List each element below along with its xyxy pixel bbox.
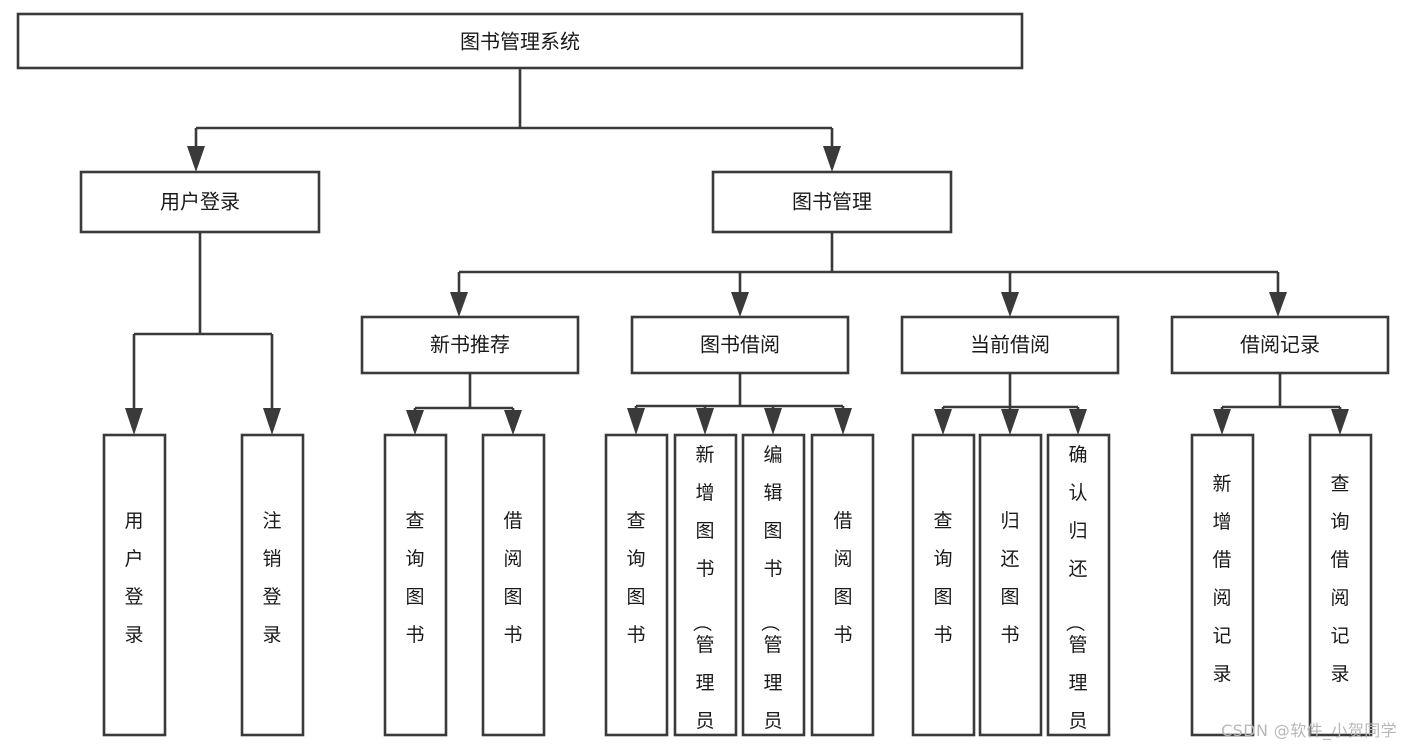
- leaf-current-return-book[interactable]: 归还图书: [978, 433, 1043, 737]
- arrow-borrow-leaf-1: [627, 408, 645, 435]
- arrow-userlogin-leaf-1: [125, 408, 143, 435]
- edges-layer: [125, 68, 1349, 435]
- arrow-bookmgmt-child-1: [450, 292, 468, 317]
- node-root[interactable]: 图书管理系统: [16, 12, 1024, 70]
- arrow-root-to-book-mgmt: [823, 146, 841, 172]
- leaf-records-add-record-label: 新增借阅记录: [1212, 473, 1231, 685]
- leaf-borrow-query-book[interactable]: 查询图书: [604, 433, 669, 737]
- arrow-current-leaf-3: [1069, 409, 1087, 435]
- leaf-newbook-borrow-book[interactable]: 借阅图书: [481, 433, 546, 737]
- leaf-newbook-query-book-label: 查询图书: [405, 510, 424, 646]
- leaf-records-query-record-label: 查询借阅记录: [1330, 473, 1349, 685]
- node-current-borrow-label: 当前借阅: [970, 333, 1050, 357]
- leaf-current-confirm-return-label: 确认归还（管理员）: [1063, 444, 1087, 747]
- leaf-current-query-book-label: 查询图书: [933, 510, 952, 646]
- arrow-userlogin-leaf-2: [263, 408, 281, 435]
- leaf-borrow-query-book-label: 查询图书: [626, 510, 645, 646]
- leaf-current-query-book[interactable]: 查询图书: [911, 433, 976, 737]
- node-new-book-recommend[interactable]: 新书推荐: [360, 315, 580, 375]
- leaf-newbook-query-book[interactable]: 查询图书: [383, 433, 448, 737]
- node-borrow-records[interactable]: 借阅记录: [1170, 315, 1390, 375]
- node-book-borrow[interactable]: 图书借阅: [630, 315, 850, 375]
- node-root-label: 图书管理系统: [460, 30, 580, 54]
- arrow-borrow-leaf-4: [834, 408, 852, 435]
- leaf-current-confirm-return[interactable]: 确认归还（管理员）: [1046, 433, 1111, 747]
- leaf-borrow-add-book-label: 新增图书（管理员）: [690, 444, 714, 747]
- arrow-bookmgmt-child-4: [1269, 292, 1287, 317]
- leaf-borrow-edit-book[interactable]: 编辑图书（管理员）: [741, 433, 806, 747]
- node-book-management-label: 图书管理: [792, 190, 872, 214]
- leaf-records-add-record[interactable]: 新增借阅记录: [1190, 433, 1255, 737]
- leaf-borrow-edit-book-label: 编辑图书（管理员）: [758, 444, 782, 747]
- leaf-user-login-signout-label: 注销登录: [262, 510, 281, 646]
- node-new-book-recommend-label: 新书推荐: [430, 333, 510, 357]
- arrow-newbook-leaf-1: [406, 410, 424, 435]
- arrow-borrow-leaf-3: [764, 408, 782, 435]
- arrow-records-leaf-2: [1331, 409, 1349, 435]
- leaf-user-login-signin[interactable]: 用户登录: [102, 433, 167, 737]
- arrow-newbook-leaf-2: [504, 410, 522, 435]
- node-book-borrow-label: 图书借阅: [700, 333, 780, 357]
- leaf-borrow-add-book[interactable]: 新增图书（管理员）: [673, 433, 738, 747]
- leaf-borrow-borrow-book-label: 借阅图书: [833, 510, 852, 646]
- leaf-borrow-borrow-book[interactable]: 借阅图书: [810, 433, 875, 737]
- arrow-root-to-user-login: [187, 146, 205, 172]
- leaf-user-login-signin-label: 用户登录: [124, 510, 143, 646]
- node-current-borrow[interactable]: 当前借阅: [900, 315, 1120, 375]
- arrow-records-leaf-1: [1213, 409, 1231, 435]
- leaf-records-query-record[interactable]: 查询借阅记录: [1308, 433, 1373, 737]
- arrow-borrow-leaf-2: [696, 408, 714, 435]
- leaf-user-login-signout[interactable]: 注销登录: [240, 433, 305, 737]
- leaf-newbook-borrow-book-label: 借阅图书: [503, 510, 522, 646]
- nodes-layer: 图书管理系统 用户登录 图书管理 新书推荐 图书借阅: [16, 12, 1390, 747]
- node-user-login-label: 用户登录: [160, 190, 240, 214]
- arrow-current-leaf-2: [1001, 409, 1019, 435]
- arrow-bookmgmt-child-3: [1001, 292, 1019, 317]
- node-book-management[interactable]: 图书管理: [711, 170, 953, 234]
- node-borrow-records-label: 借阅记录: [1240, 333, 1320, 357]
- arrow-bookmgmt-child-2: [731, 292, 749, 317]
- node-user-login[interactable]: 用户登录: [79, 170, 321, 234]
- arrow-current-leaf-1: [934, 409, 952, 435]
- leaf-current-return-book-label: 归还图书: [1000, 510, 1019, 646]
